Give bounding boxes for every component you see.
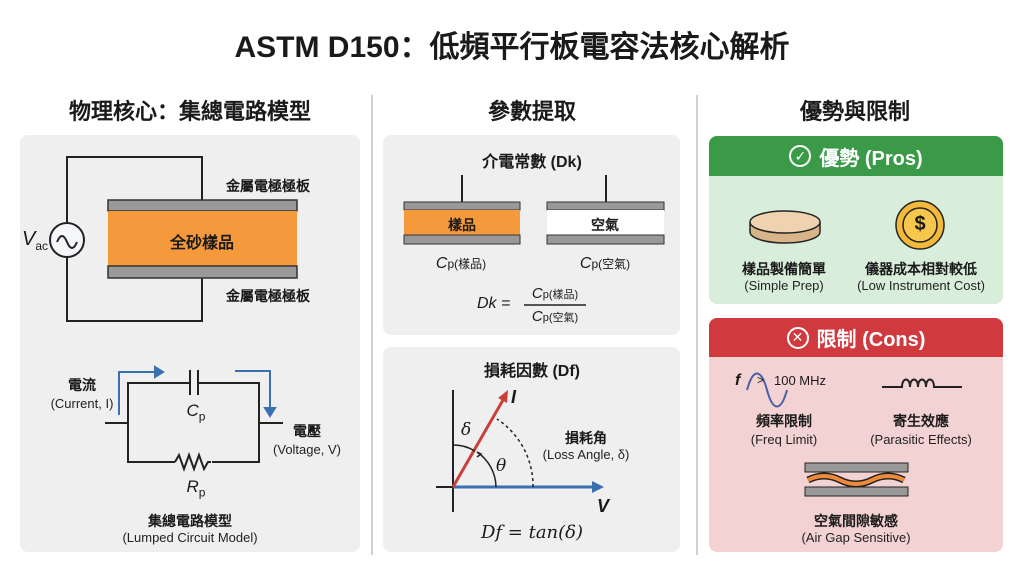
- plate-label-top: 金屬電極極板: [226, 178, 310, 194]
- divider: [696, 95, 698, 555]
- con-item-label-en: (Freq Limit): [750, 432, 818, 447]
- lumped-circuit: [105, 370, 283, 472]
- voltage-label: 電壓: [293, 423, 321, 439]
- model-label: 集總電路模型: [148, 513, 232, 529]
- rp-label: Rp: [186, 477, 206, 500]
- pro-item-label-en: (Low Instrument Cost): [857, 278, 985, 293]
- x-circle-icon: ✕: [786, 326, 809, 349]
- con-item-label: 寄生效應: [893, 413, 949, 429]
- freq-f-label: f: [735, 372, 741, 389]
- model-label-en: (Lumped Circuit Model): [122, 530, 258, 545]
- cp-air-label: Cp(空氣): [579, 255, 631, 272]
- page-title: ASTM D150：低頻平行板電容法核心解析: [234, 31, 790, 64]
- dk-title: 介電常數 (Dk): [482, 154, 582, 171]
- pros-panel: ✓ 優勢 (Pros): [709, 136, 1003, 304]
- con-item-label-en: (Parasitic Effects): [870, 432, 972, 447]
- pros-header: ✓ 優勢 (Pros): [709, 136, 1003, 176]
- df-panel: [383, 347, 680, 552]
- theta-label: θ: [496, 456, 507, 476]
- loss-angle-label-en: (Loss Angle, δ): [542, 447, 630, 462]
- con-item-label-en: (Air Gap Sensitive): [801, 530, 911, 545]
- loss-angle-label: 損耗角: [565, 430, 607, 446]
- source-label: Vac: [22, 228, 49, 253]
- right-column-heading: 優勢與限制: [799, 99, 911, 124]
- sample-disk-icon: [749, 210, 821, 244]
- cons-title: 限制 (Cons): [816, 329, 926, 351]
- current-label: 電流: [68, 377, 96, 393]
- voltage-phasor-label: V: [597, 496, 610, 516]
- df-title: 損耗因數 (Df): [484, 363, 580, 380]
- dk-formula-lhs: Dk =: [477, 295, 511, 312]
- voltage-label-en: (Voltage, V): [273, 442, 341, 457]
- plate-label-bottom: 金屬電極極板: [226, 288, 310, 304]
- sand-sample: [108, 211, 297, 266]
- air-gap-icon: [804, 462, 909, 497]
- plate-wiring: [66, 156, 203, 322]
- check-circle-icon: ✓: [789, 145, 812, 167]
- coin-symbol: $: [914, 213, 926, 235]
- ac-source-icon: [49, 222, 85, 258]
- top-electrode: [107, 199, 298, 212]
- inductor-icon: [882, 378, 962, 388]
- freq-gt-label: >: [757, 373, 765, 387]
- cp-sample-label: Cp(樣品): [435, 255, 487, 272]
- dk-denominator: Cp(空氣): [531, 308, 579, 325]
- resistor-icon: [174, 452, 211, 472]
- pro-item-label: 樣品製備簡單: [742, 261, 826, 277]
- current-arrows: [118, 365, 277, 418]
- freq-value: 100 MHz: [774, 373, 827, 388]
- dk-sample-label: 樣品: [448, 217, 476, 233]
- df-formula: Df = tan(δ): [480, 522, 584, 543]
- delta-label: δ: [461, 420, 472, 440]
- angle-arcs: [452, 418, 534, 488]
- current-phasor-label: I: [511, 387, 517, 407]
- dk-sample-capacitor: [403, 175, 521, 245]
- sample-label: 全砂樣品: [169, 235, 235, 252]
- sine-wave-icon: [746, 372, 788, 408]
- cons-header: ✕ 限制 (Cons): [709, 318, 1003, 357]
- con-item-label: 空氣間隙敏感: [814, 513, 898, 529]
- cp-label: Cp: [186, 401, 206, 424]
- cons-panel: ✕ 限制 (Cons): [709, 318, 1003, 552]
- pros-title: 優勢 (Pros): [819, 147, 923, 170]
- dk-air-label: 空氣: [591, 217, 619, 233]
- left-column-heading: 物理核心：集總電路模型: [68, 99, 312, 124]
- current-label-en: (Current, I): [50, 396, 114, 411]
- pro-item-label: 儀器成本相對較低: [865, 261, 977, 277]
- coin-icon: [895, 200, 945, 250]
- dk-numerator: Cp(樣品): [531, 285, 579, 302]
- bottom-electrode: [107, 265, 298, 279]
- divider: [371, 95, 373, 555]
- current-phasor: [451, 390, 508, 488]
- pro-item-label-en: (Simple Prep): [744, 278, 824, 293]
- dk-air-capacitor: [546, 175, 665, 245]
- middle-column-heading: 參數提取: [487, 99, 577, 124]
- voltage-phasor: [453, 481, 604, 493]
- con-item-label: 頻率限制: [756, 413, 812, 429]
- phasor-axes: [436, 390, 454, 512]
